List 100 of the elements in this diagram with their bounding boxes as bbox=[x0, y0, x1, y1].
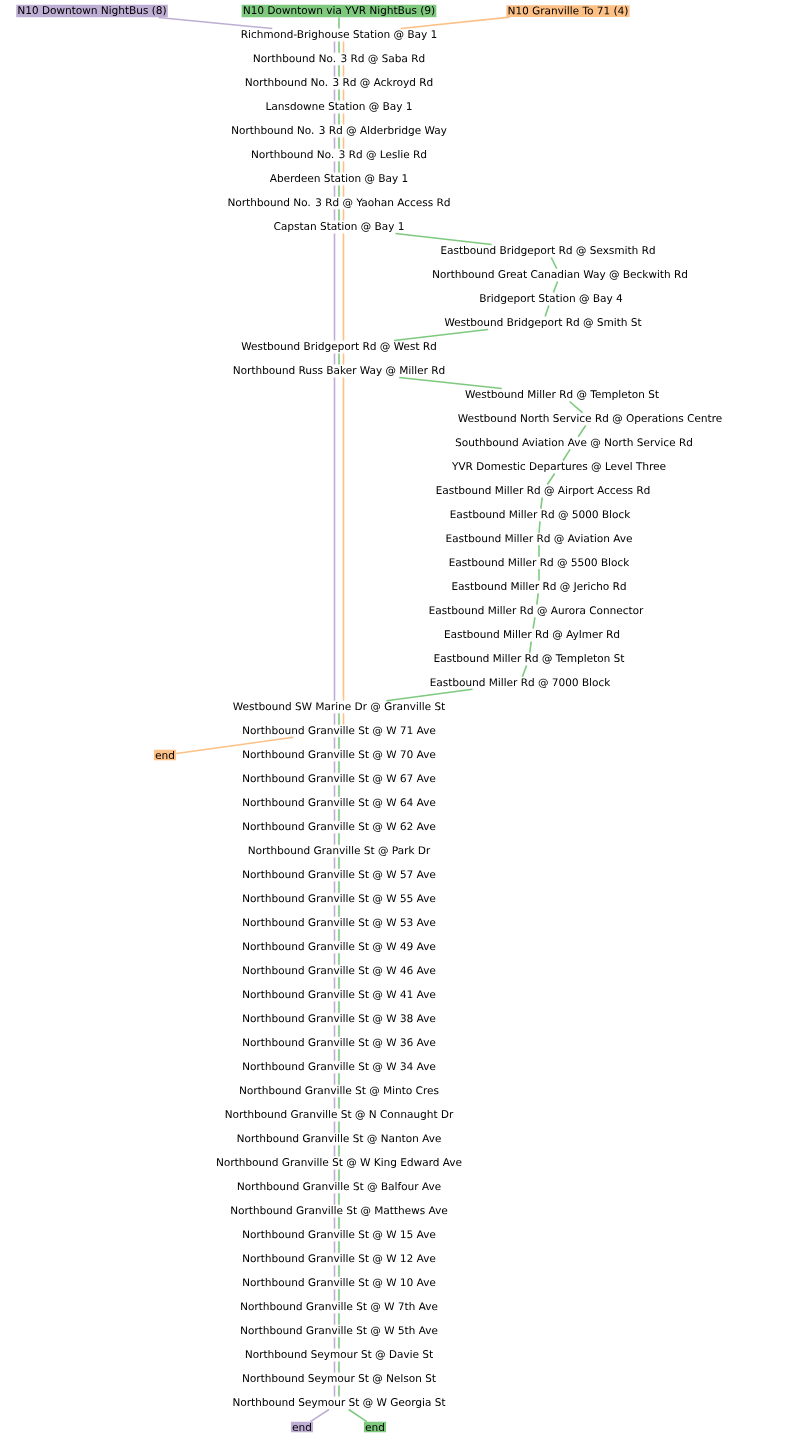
route-line bbox=[552, 280, 559, 294]
route-line bbox=[338, 928, 340, 942]
stop-label: Northbound Granville St @ Minto Cres bbox=[240, 1086, 439, 1096]
route-line bbox=[342, 184, 345, 198]
route-line bbox=[333, 184, 336, 198]
stop-label: Northbound Granville St @ Balfour Ave bbox=[237, 1182, 441, 1192]
route-line bbox=[333, 1192, 336, 1206]
stop-label: Eastbound Miller Rd @ Jericho Rd bbox=[452, 582, 626, 593]
route-line bbox=[338, 952, 340, 966]
route-line bbox=[333, 1168, 336, 1182]
route-line bbox=[568, 400, 584, 414]
route-badge: N10 Granville To 71 (4) bbox=[506, 5, 630, 17]
route-line bbox=[338, 1120, 340, 1134]
stop-label: Westbound Bridgeport Rd @ Smith St bbox=[444, 317, 642, 329]
stop-label: Northbound Granville St @ W 5th Ave bbox=[241, 1326, 438, 1336]
route-line bbox=[338, 1360, 340, 1374]
route-line bbox=[338, 784, 340, 798]
stop-label: Northbound Granville St @ W 55 Ave bbox=[243, 894, 436, 904]
end-badge: end bbox=[290, 1421, 314, 1433]
stop-label: Northbound Granville St @ W 36 Ave bbox=[243, 1038, 436, 1048]
stop-label: Northbound Granville St @ Nanton Ave bbox=[237, 1134, 441, 1144]
route-line bbox=[175, 736, 295, 755]
route-line bbox=[333, 160, 336, 174]
route-line bbox=[333, 784, 336, 798]
route-line bbox=[338, 1144, 340, 1158]
stop-label: Eastbound Miller Rd @ Aylmer Rd bbox=[445, 629, 620, 641]
stop-label: Northbound No. 3 Rd @ Leslie Rd bbox=[252, 150, 427, 160]
stop-label: Northbound Granville St @ W 10 Ave bbox=[243, 1278, 436, 1288]
stop-label: Northbound Granville St @ W 41 Ave bbox=[243, 990, 436, 1000]
stop-label: Westbound North Service Rd @ Operations Centre bbox=[458, 413, 722, 425]
route-line bbox=[342, 160, 345, 174]
route-line bbox=[342, 64, 345, 78]
route-line bbox=[333, 976, 336, 990]
route-line bbox=[338, 88, 340, 102]
route-line bbox=[338, 1312, 340, 1326]
route-line bbox=[333, 1336, 336, 1350]
stop-label: Northbound Granville St @ W 15 Ave bbox=[243, 1230, 436, 1240]
route-line bbox=[398, 376, 503, 390]
stop-label: Eastbound Miller Rd @ 5500 Block bbox=[449, 558, 630, 568]
route-line bbox=[338, 1024, 340, 1038]
stop-label: Eastbound Miller Rd @ 5000 Block bbox=[450, 510, 631, 520]
route-line bbox=[562, 448, 571, 462]
route-line bbox=[544, 304, 550, 318]
route-badge: N10 Downtown via YVR NightBus (9) bbox=[241, 4, 437, 18]
route-line bbox=[342, 352, 345, 366]
route-line bbox=[333, 1072, 336, 1086]
route-line bbox=[338, 160, 340, 174]
route-line bbox=[338, 904, 340, 918]
route-line bbox=[333, 1216, 336, 1230]
route-line bbox=[333, 352, 336, 366]
route-line bbox=[342, 232, 345, 342]
route-line bbox=[333, 856, 336, 870]
route-line bbox=[338, 112, 340, 126]
stop-label: Eastbound Miller Rd @ Aurora Connector bbox=[429, 606, 644, 616]
route-line bbox=[333, 232, 336, 342]
route-line bbox=[347, 1408, 368, 1423]
stop-label: Bridgeport Station @ Bay 4 bbox=[480, 293, 623, 305]
stop-label: Northbound Granville St @ W 62 Ave bbox=[243, 822, 436, 832]
route-line bbox=[338, 1072, 340, 1086]
route-line bbox=[338, 1384, 340, 1398]
stop-label: Eastbound Miller Rd @ Templeton St bbox=[434, 653, 625, 665]
stop-label: Richmond-Brighouse Station @ Bay 1 bbox=[241, 29, 437, 41]
stop-label: Northbound Granville St @ W 12 Ave bbox=[243, 1254, 436, 1264]
stop-label: Northbound Seymour St @ Nelson St bbox=[243, 1373, 436, 1385]
route-line bbox=[338, 16, 340, 30]
route-line bbox=[333, 1024, 336, 1038]
stop-label: Northbound No. 3 Rd @ Ackroyd Rd bbox=[245, 77, 433, 89]
route-line bbox=[385, 688, 474, 702]
route-line bbox=[333, 1288, 336, 1302]
route-line bbox=[546, 472, 556, 486]
route-line bbox=[157, 16, 274, 30]
route-line bbox=[538, 544, 540, 558]
stop-label: Northbound Granville St @ W 46 Ave bbox=[243, 966, 436, 976]
route-line bbox=[521, 664, 528, 678]
stop-label: Westbound Miller Rd @ Templeton St bbox=[465, 389, 659, 401]
route-line bbox=[342, 112, 345, 126]
route-badge: N10 Downtown NightBus (8) bbox=[16, 4, 168, 18]
route-line bbox=[333, 1000, 336, 1014]
route-line bbox=[342, 712, 345, 726]
route-line bbox=[333, 376, 336, 702]
stop-label: Northbound Seymour St @ W Georgia St bbox=[233, 1397, 446, 1409]
route-line bbox=[333, 88, 336, 102]
route-line bbox=[538, 568, 540, 582]
route-line bbox=[338, 40, 340, 54]
route-line bbox=[333, 1096, 336, 1110]
route-line bbox=[333, 808, 336, 822]
route-line bbox=[338, 832, 340, 846]
route-line bbox=[333, 928, 336, 942]
route-line bbox=[338, 136, 340, 150]
route-line bbox=[333, 1120, 336, 1134]
route-line bbox=[338, 856, 340, 870]
route-line bbox=[333, 1240, 336, 1254]
route-line bbox=[333, 736, 336, 750]
route-line bbox=[333, 136, 336, 150]
end-badge: end bbox=[153, 749, 177, 761]
route-line bbox=[333, 1144, 336, 1158]
stop-label: Eastbound Miller Rd @ 7000 Block bbox=[430, 678, 611, 688]
route-line bbox=[338, 184, 340, 198]
route-line bbox=[338, 736, 340, 750]
route-line bbox=[394, 232, 493, 246]
